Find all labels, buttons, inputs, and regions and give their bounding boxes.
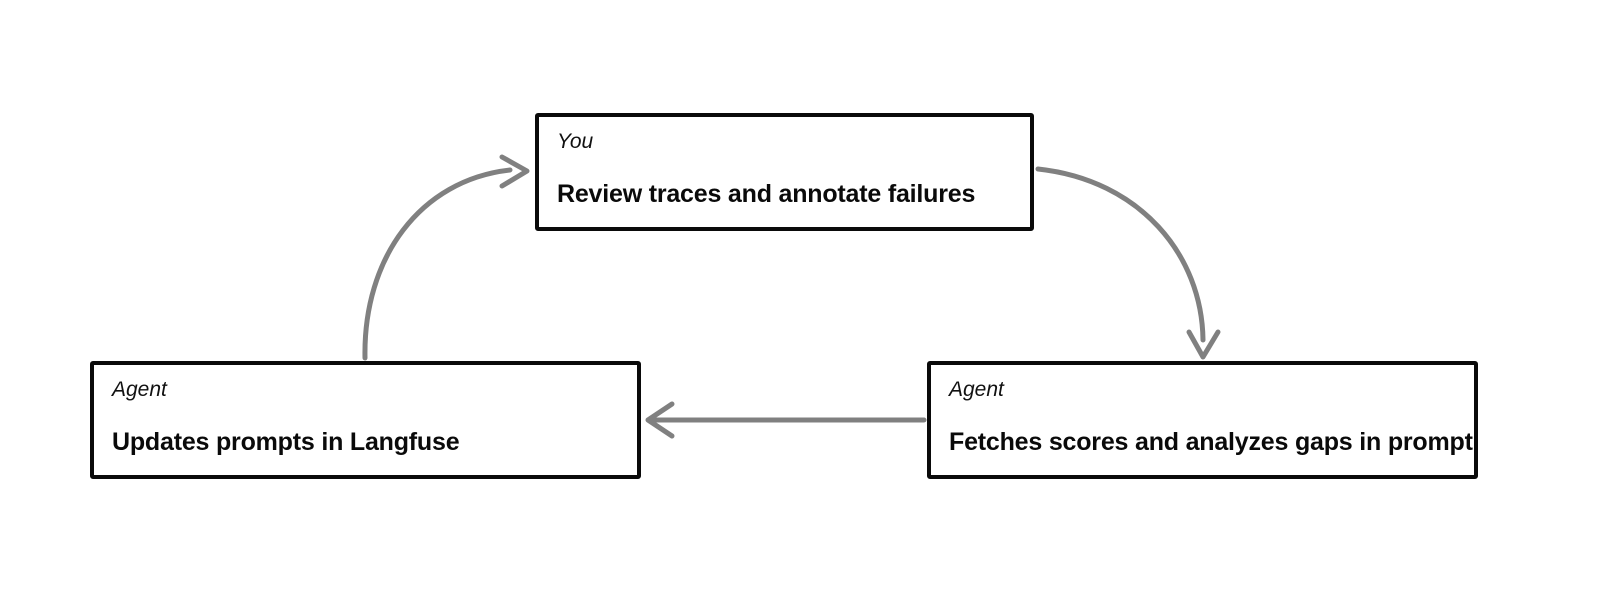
node-role-label: Agent <box>112 378 167 401</box>
node-title-label: Fetches scores and analyzes gaps in prom… <box>949 428 1473 456</box>
node-agent-updates[interactable]: Agent Updates prompts in Langfuse <box>90 361 641 479</box>
node-role-label: You <box>557 130 594 153</box>
node-agent-fetches[interactable]: Agent Fetches scores and analyzes gaps i… <box>927 361 1478 479</box>
node-role-label: Agent <box>949 378 1004 401</box>
node-title-label: Review traces and annotate failures <box>557 180 976 208</box>
edge-updates-to-you <box>362 154 530 361</box>
node-you-review[interactable]: You Review traces and annotate failures <box>535 113 1034 231</box>
edge-you-to-fetches <box>1035 166 1221 360</box>
node-title-label: Updates prompts in Langfuse <box>112 428 460 456</box>
edge-fetches-to-updates <box>645 401 927 439</box>
